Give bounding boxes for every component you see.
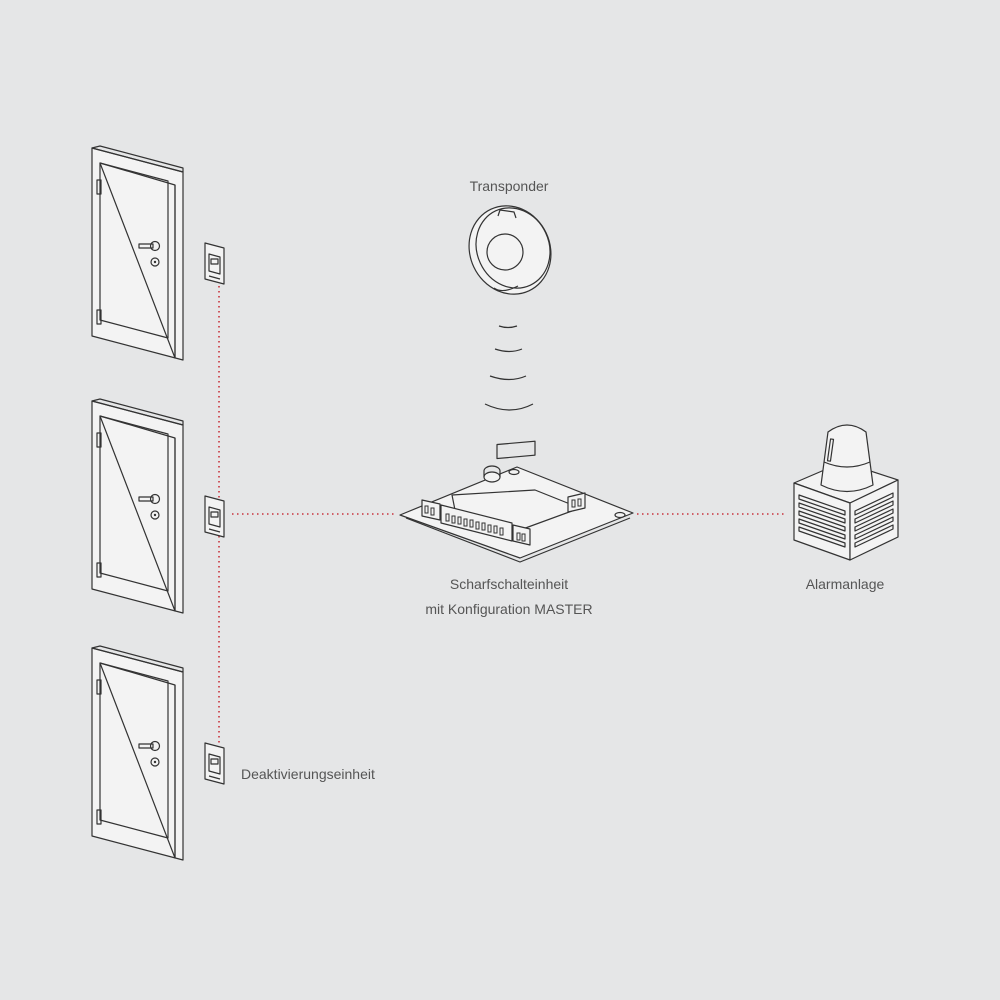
arming-unit-board-icon [399,440,634,563]
transponder-icon [468,205,552,295]
deactivation-unit-icon [204,495,225,538]
radio-waves-icon [484,325,534,411]
door-icon [91,145,184,361]
alarm-system-icon [793,424,899,561]
deactivation-unit-icon [204,742,225,785]
deactivation-unit-label: Deaktivierungseinheit [241,766,375,782]
alarm-system-label: Alarmanlage [805,576,885,592]
arming-unit-label-line1: Scharfschalteinheit [449,576,569,592]
deactivation-unit-icon [204,242,225,285]
door-icon [91,645,184,861]
arming-unit-label-line2: mit Konfiguration MASTER [425,601,593,617]
transponder-label: Transponder [469,178,549,194]
door-icon [91,398,184,614]
